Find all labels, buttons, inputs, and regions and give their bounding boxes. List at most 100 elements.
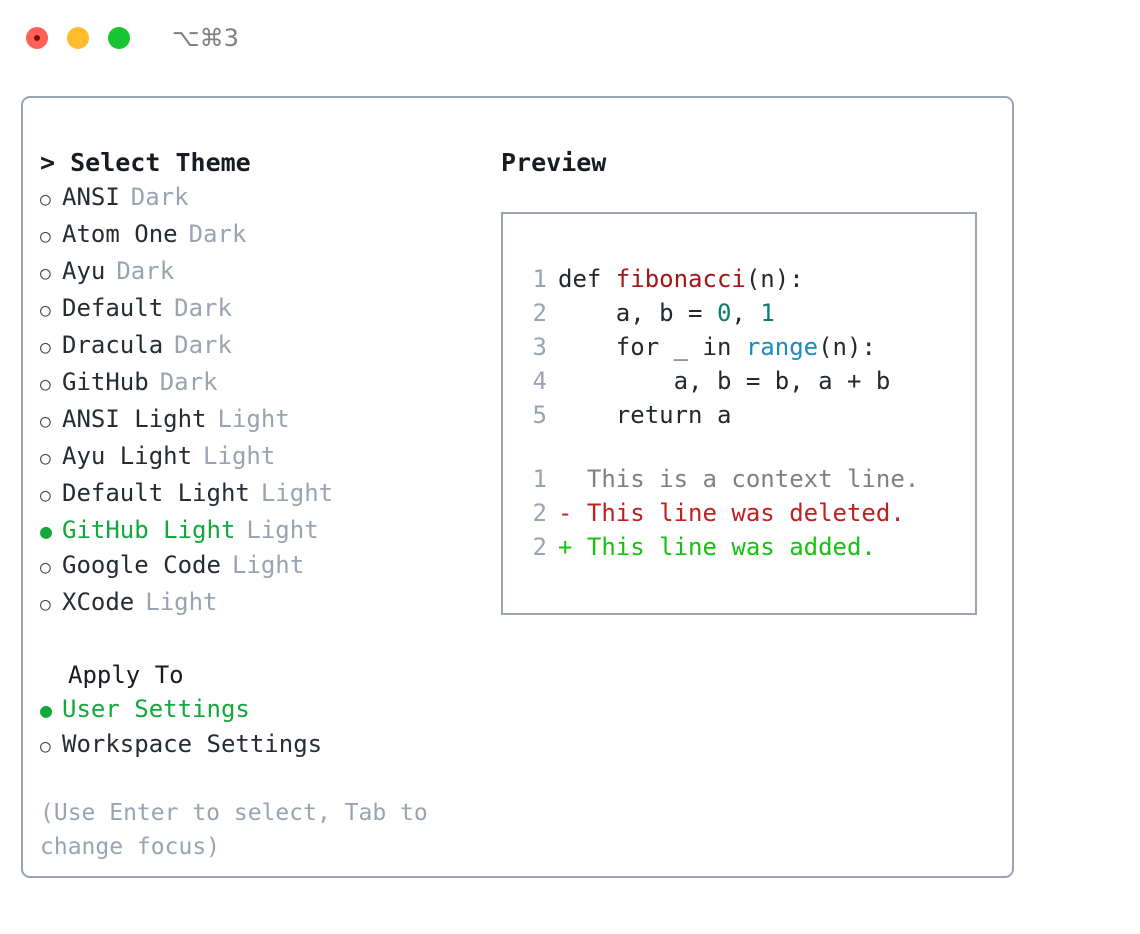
apply-to-option-label: User Settings: [62, 695, 250, 723]
apply-to-list: ● User Settings ○ Workspace Settings: [40, 692, 480, 764]
radio-unselected-icon: ○: [40, 300, 51, 321]
theme-option-dracula[interactable]: ○ Dracula Dark: [40, 328, 480, 365]
theme-option-label: GitHub Light: [62, 516, 236, 544]
radio-unselected-icon: ○: [40, 337, 51, 358]
code-line-content: return a: [558, 398, 732, 432]
theme-option-ayu-light[interactable]: ○ Ayu Light Light: [40, 439, 480, 476]
radio-unselected-icon: ○: [40, 485, 51, 506]
theme-option-ansi-light[interactable]: ○ ANSI Light Light: [40, 402, 480, 439]
theme-option-label: Default Light: [62, 479, 250, 507]
diff-line-add: 2 + This line was added.: [519, 530, 975, 564]
theme-option-label: Atom One: [62, 220, 178, 248]
window-controls: [26, 27, 130, 49]
theme-option-github-light[interactable]: ● GitHub Light Light: [40, 513, 480, 548]
theme-option-label: GitHub: [62, 368, 149, 396]
theme-option-label: Ayu Light: [62, 442, 193, 470]
code-token-plain: (n):: [745, 265, 804, 293]
theme-variant-tag: Dark: [174, 294, 232, 322]
theme-variant-tag: Dark: [116, 257, 175, 285]
radio-unselected-icon: ○: [40, 736, 51, 757]
theme-option-default-light[interactable]: ○ Default Light Light: [40, 476, 480, 513]
select-theme-heading: > Select Theme: [40, 148, 251, 177]
theme-option-github[interactable]: ○ GitHub Dark: [40, 365, 480, 402]
theme-option-google-code[interactable]: ○ Google Code Light: [40, 548, 480, 585]
radio-selected-icon: ●: [40, 519, 53, 543]
code-token-num: 0: [716, 299, 732, 327]
keyboard-hint-text: (Use Enter to select, Tab to change focu…: [40, 800, 442, 860]
radio-unselected-icon: ○: [40, 594, 51, 615]
line-number: 4: [532, 367, 547, 395]
code-token-num: 1: [760, 299, 775, 327]
code-token-plain: ,: [731, 299, 761, 327]
code-token-plain: for _ in: [558, 333, 746, 361]
diff-line-content: - This line was deleted.: [558, 499, 905, 527]
theme-variant-tag: Light: [260, 479, 334, 507]
code-token-call: range: [745, 333, 819, 361]
code-token-plain: return a: [558, 401, 732, 429]
theme-option-default[interactable]: ○ Default Dark: [40, 291, 480, 328]
line-number: 2: [532, 533, 547, 561]
code-line-content: a, b = b, a + b: [558, 364, 891, 398]
apply-to-option-workspace-settings[interactable]: ○ Workspace Settings: [40, 727, 480, 764]
diff-line-del: 2 - This line was deleted.: [519, 496, 975, 530]
theme-option-label: Google Code: [62, 551, 221, 579]
radio-unselected-icon: ○: [40, 448, 51, 469]
close-window-icon[interactable]: [26, 27, 48, 49]
code-line: 4 a, b = b, a + b: [519, 364, 975, 398]
diff-line-content: This is a context line.: [558, 465, 920, 493]
titlebar: ⌥⌘3: [0, 0, 1140, 76]
radio-unselected-icon: ○: [40, 557, 51, 578]
theme-variant-tag: Light: [203, 442, 276, 470]
code-token-plain: a, b = b, a + b: [558, 367, 891, 395]
line-number: 1: [532, 265, 547, 293]
apply-to-heading: Apply To: [68, 661, 184, 689]
diff-sample: 1 This is a context line. 2 - This line wa…: [519, 462, 975, 564]
code-token-fn: fibonacci: [615, 265, 746, 293]
radio-unselected-icon: ○: [40, 374, 51, 395]
radio-selected-icon: ●: [40, 698, 53, 722]
theme-option-ayu[interactable]: ○ Ayu Dark: [40, 254, 480, 291]
radio-unselected-icon: ○: [40, 263, 51, 284]
theme-option-label: ANSI: [62, 183, 120, 211]
code-token-plain: def: [558, 265, 616, 293]
maximize-window-icon[interactable]: [108, 27, 130, 49]
code-line: 2 a, b = 0, 1: [519, 296, 975, 330]
radio-unselected-icon: ○: [40, 411, 51, 432]
apply-to-option-user-settings[interactable]: ● User Settings: [40, 692, 480, 727]
minimize-window-icon[interactable]: [67, 27, 89, 49]
theme-variant-tag: Dark: [188, 220, 247, 248]
diff-line-ctx: 1 This is a context line.: [519, 462, 975, 496]
theme-option-label: Ayu: [62, 257, 106, 285]
line-number: 3: [532, 333, 547, 361]
theme-option-label: Dracula: [62, 331, 164, 359]
apply-to-option-label: Workspace Settings: [62, 730, 323, 758]
theme-variant-tag: Light: [145, 588, 218, 616]
theme-variant-tag: Dark: [159, 368, 218, 396]
theme-variant-tag: Light: [246, 516, 319, 544]
preview-heading: Preview: [501, 148, 607, 177]
theme-option-label: Default: [62, 294, 164, 322]
theme-variant-tag: Light: [231, 551, 305, 579]
diff-line-content: + This line was added.: [558, 533, 876, 561]
line-number: 2: [532, 499, 547, 527]
code-token-plain: a, b =: [558, 299, 717, 327]
theme-variant-tag: Dark: [174, 331, 232, 359]
code-line-content: def fibonacci(n):: [558, 262, 804, 296]
theme-variant-tag: Light: [217, 405, 290, 433]
code-line: 5 return a: [519, 398, 975, 432]
theme-option-label: ANSI Light: [62, 405, 207, 433]
line-number: 5: [532, 401, 547, 429]
code-line: 3 for _ in range(n):: [519, 330, 975, 364]
code-line: 1 def fibonacci(n):: [519, 262, 975, 296]
radio-unselected-icon: ○: [40, 226, 51, 247]
theme-option-atom-one[interactable]: ○ Atom One Dark: [40, 217, 480, 254]
line-number: 1: [532, 465, 547, 493]
